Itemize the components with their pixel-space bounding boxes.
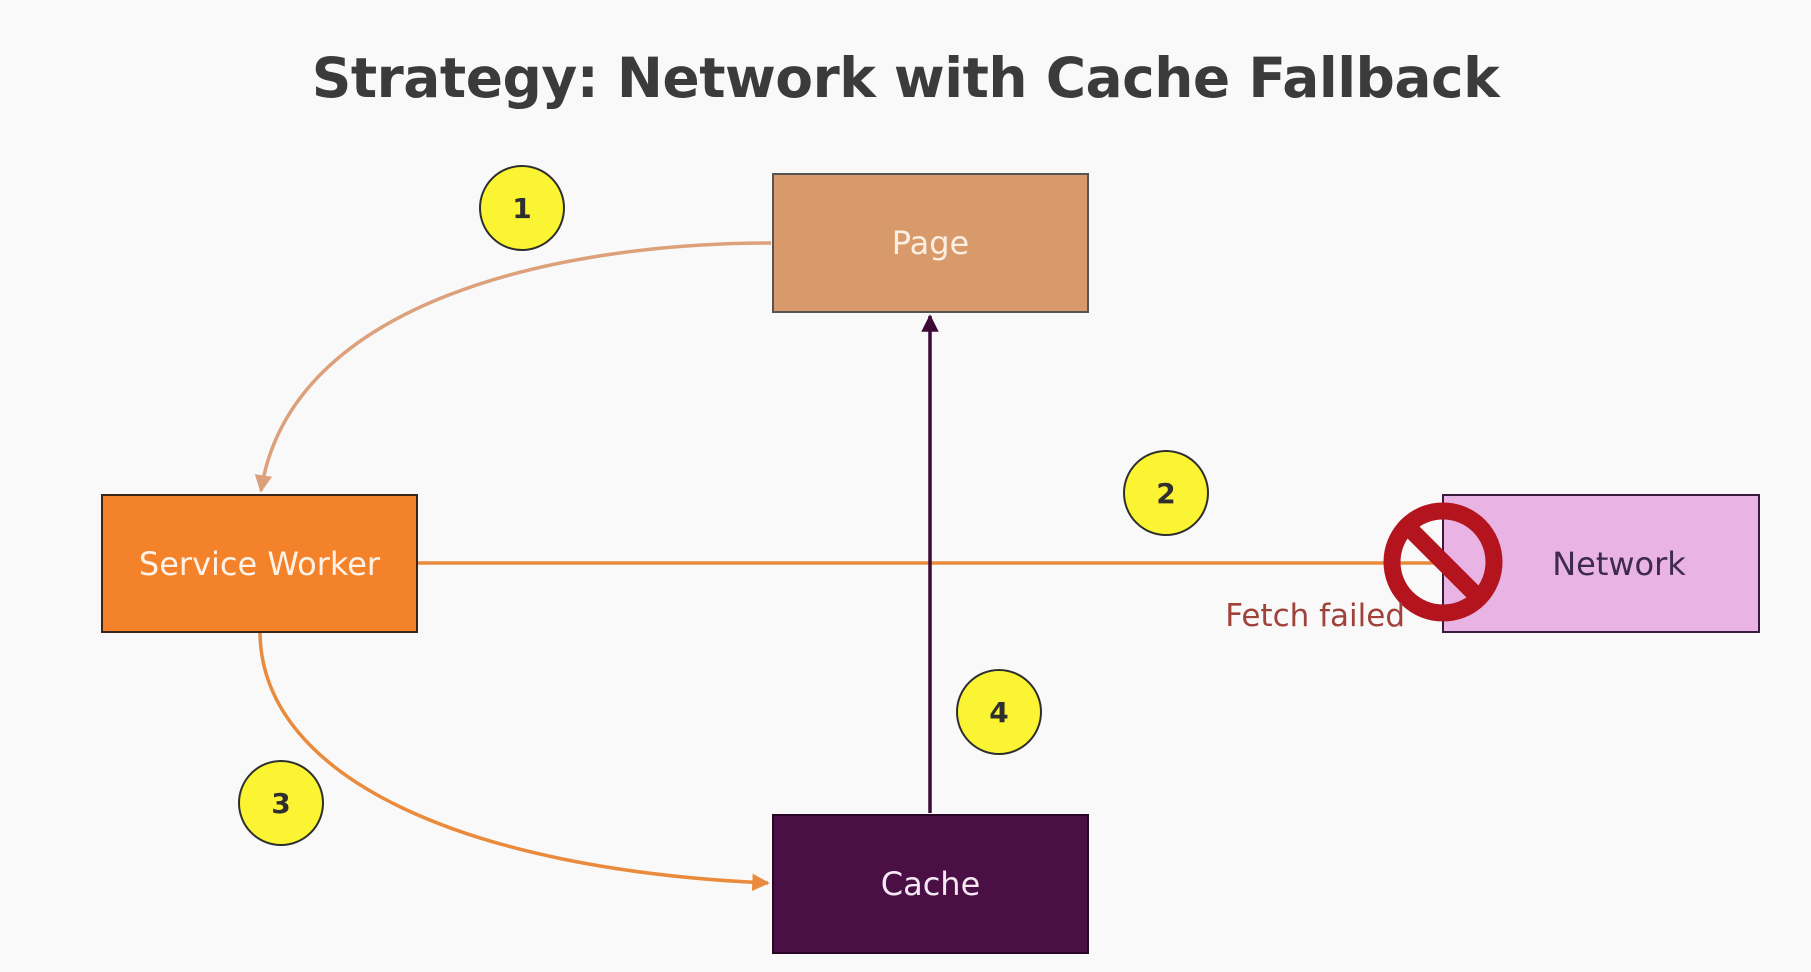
diagram-title: Strategy: Network with Cache Fallback xyxy=(311,46,1500,110)
no-entry-icon xyxy=(1383,502,1503,622)
fetch-failed-label: Fetch failed xyxy=(1225,598,1405,634)
service-worker-node: Service Worker xyxy=(101,494,418,633)
arrow-page-to-service-worker xyxy=(254,241,772,493)
arrow-service-worker-to-cache xyxy=(258,632,770,892)
service-worker-node-label: Service Worker xyxy=(138,544,381,583)
step-badge-3: 3 xyxy=(238,760,324,846)
step-badge-4: 4 xyxy=(956,669,1042,755)
step-badge-1: 1 xyxy=(479,165,565,251)
network-node-label: Network xyxy=(1552,544,1686,583)
step-badge-2: 2 xyxy=(1123,450,1209,536)
cache-node: Cache xyxy=(772,814,1089,954)
page-node-label: Page xyxy=(891,224,970,262)
page-node: Page xyxy=(772,173,1089,313)
cache-node-label: Cache xyxy=(880,865,981,903)
